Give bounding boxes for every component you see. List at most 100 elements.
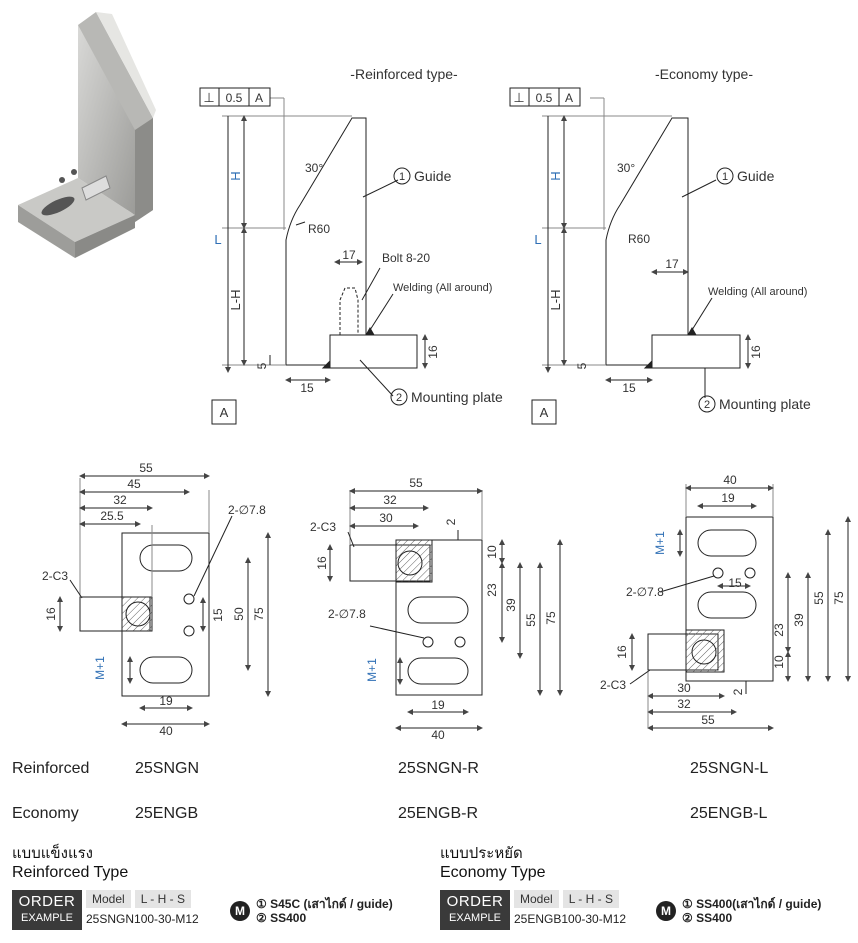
plan-view-standard	[57, 473, 271, 727]
material-line-1: ① S45C (เสาไกด์ / guide)	[256, 897, 393, 911]
dim-23: 23	[772, 623, 786, 637]
dim-30: 30	[379, 511, 393, 525]
dim-32: 32	[677, 697, 691, 711]
dim-40: 40	[723, 473, 737, 487]
dim-10: 10	[772, 655, 786, 669]
perpendicularity-symbol: ⊥	[203, 90, 214, 105]
dim-angle: 30°	[305, 161, 323, 175]
dim-L: L	[534, 232, 541, 247]
dim-angle: 30°	[617, 161, 635, 175]
dim-75: 75	[252, 607, 266, 621]
part1-label: Guide	[737, 168, 775, 184]
tolerance-value: 0.5	[536, 91, 553, 105]
model-25sngn-l: 25SNGN-L	[690, 760, 769, 777]
dim-radius: R60	[628, 232, 650, 246]
plan-view-l	[629, 484, 851, 731]
dim-2: 2	[731, 688, 745, 695]
dim-30: 30	[677, 681, 691, 695]
dim-40: 40	[159, 724, 173, 738]
part1-label: Guide	[414, 168, 452, 184]
chamfer-label: 2-C3	[42, 569, 68, 583]
part1-number: 1	[722, 171, 728, 183]
reinforced-side-view	[199, 87, 428, 425]
dim-radius: R60	[308, 222, 330, 236]
holes-label: 2-∅7.8	[328, 607, 366, 621]
params-chip: L - H - S	[134, 890, 191, 908]
material-line-2: ② SS400	[682, 911, 733, 925]
plan-view-r	[327, 488, 563, 731]
holes-label: 2-∅7.8	[626, 585, 664, 599]
dim-39: 39	[792, 613, 806, 627]
dim-55: 55	[139, 461, 153, 475]
dim-55-vertical: 55	[812, 591, 826, 605]
perpendicularity-symbol: ⊥	[513, 90, 524, 105]
dim-L: L	[214, 232, 221, 247]
model-chip: Model	[514, 890, 559, 908]
tolerance-datum: A	[255, 91, 263, 105]
model-25sngn-r: 25SNGN-R	[398, 760, 479, 777]
dim-L-H: L-H	[548, 290, 563, 311]
reinforced-title: -Reinforced type-	[350, 66, 458, 82]
reinforced-thai-title: แบบแข็งแรง	[12, 845, 94, 862]
order-example-code: 25SNGN100-30-M12	[86, 912, 199, 926]
dim-16: 16	[615, 645, 629, 659]
order-badge: ORDER EXAMPLE	[12, 890, 82, 930]
model-25engb: 25ENGB	[135, 805, 199, 822]
order-badge-line2: EXAMPLE	[449, 912, 501, 924]
dim-15: 15	[300, 381, 314, 395]
dim-2: 2	[444, 518, 458, 525]
reinforced-type-title: Reinforced Type	[12, 864, 129, 881]
dim-50: 50	[232, 607, 246, 621]
material-icon: M	[656, 901, 676, 921]
dim-M: M+1	[653, 531, 667, 555]
order-badge: ORDER EXAMPLE	[440, 890, 510, 930]
tolerance-datum: A	[565, 91, 573, 105]
model-25engb-r: 25ENGB-R	[398, 805, 479, 822]
dim-M: M+1	[365, 658, 379, 682]
dim-55: 55	[409, 476, 423, 490]
part2-number: 2	[704, 399, 710, 411]
dim-17: 17	[342, 248, 356, 262]
order-badge-line1: ORDER	[18, 893, 76, 910]
dim-45: 45	[127, 477, 141, 491]
economy-order-example: ORDER EXAMPLE Model L - H - S 25ENGB100-…	[440, 890, 626, 930]
product-3d-image	[18, 12, 156, 258]
chamfer-label: 2-C3	[600, 678, 626, 692]
economy-side-view	[509, 87, 751, 425]
economy-thai-title: แบบประหยัด	[440, 845, 523, 862]
dim-M: M+1	[93, 656, 107, 680]
order-example-code: 25ENGB100-30-M12	[514, 912, 627, 926]
dim-16: 16	[44, 607, 58, 621]
dim-75: 75	[544, 611, 558, 625]
economy-material: M ① SS400(เสาไกด์ / guide) ② SS400	[656, 897, 821, 925]
dim-19: 19	[721, 491, 735, 505]
dim-L-H: L-H	[228, 290, 243, 311]
params-chip: L - H - S	[562, 890, 619, 908]
tolerance-value: 0.5	[226, 91, 243, 105]
model-25engb-l: 25ENGB-L	[690, 805, 768, 822]
row-label-reinforced: Reinforced	[12, 760, 90, 777]
welding-label: Welding (All around)	[393, 282, 492, 294]
order-model: Model L - H - S 25SNGN100-30-M12	[86, 890, 199, 926]
economy-title: -Economy type-	[655, 66, 753, 82]
dim-23: 23	[485, 583, 499, 597]
chamfer-label: 2-C3	[310, 520, 336, 534]
dim-19: 19	[159, 694, 173, 708]
dim-16: 16	[749, 345, 763, 359]
dim-15: 15	[622, 381, 636, 395]
material-line-1: ① SS400(เสาไกด์ / guide)	[682, 897, 822, 911]
dim-32: 32	[383, 493, 397, 507]
part2-label: Mounting plate	[411, 389, 503, 405]
dim-32: 32	[113, 493, 127, 507]
dim-10: 10	[485, 545, 499, 559]
dim-16: 16	[426, 345, 440, 359]
datum-label: A	[540, 405, 549, 420]
dim-55: 55	[701, 713, 715, 727]
datum-label: A	[220, 405, 229, 420]
order-badge-line2: EXAMPLE	[21, 912, 73, 924]
dim-40: 40	[431, 728, 445, 742]
dim-75: 75	[832, 591, 846, 605]
model-chip: Model	[86, 890, 131, 908]
dim-19: 19	[431, 698, 445, 712]
